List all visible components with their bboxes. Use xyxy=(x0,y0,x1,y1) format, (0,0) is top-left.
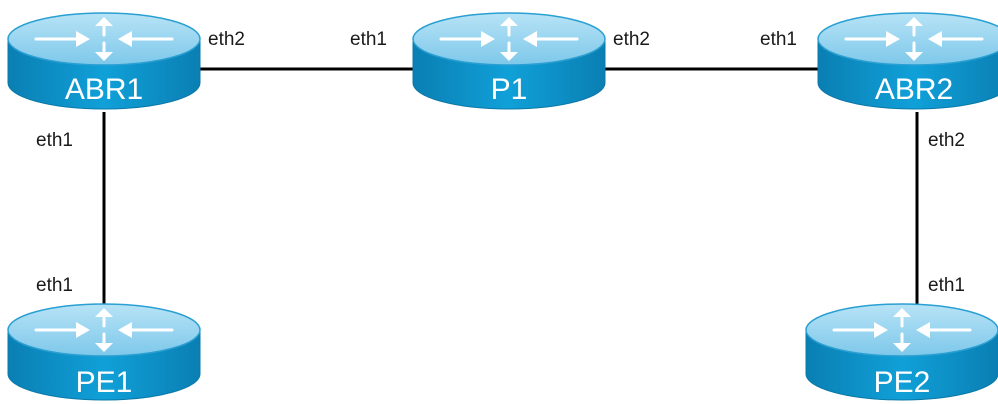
router-pe2[interactable]: PE2 xyxy=(804,302,998,402)
port-label-pe2-eth1: eth1 xyxy=(928,275,965,296)
port-label-p1-eth2: eth2 xyxy=(613,29,650,50)
router-pe1[interactable]: PE1 xyxy=(6,302,202,402)
router-label-pe1: PE1 xyxy=(76,366,133,399)
router-abr2[interactable]: ABR2 xyxy=(816,11,998,111)
router-label-p1: P1 xyxy=(491,73,528,106)
router-label-abr1: ABR1 xyxy=(65,73,143,106)
port-label-abr1-eth2: eth2 xyxy=(208,29,245,50)
port-label-abr2-eth2: eth2 xyxy=(928,130,965,151)
router-p1[interactable]: P1 xyxy=(411,11,607,111)
router-label-pe2: PE2 xyxy=(874,366,931,399)
router-label-abr2: ABR2 xyxy=(875,73,953,106)
port-label-pe1-eth1: eth1 xyxy=(36,275,73,296)
port-label-p1-eth1: eth1 xyxy=(350,29,387,50)
port-label-abr1-eth1: eth1 xyxy=(36,130,73,151)
port-label-abr2-eth1: eth1 xyxy=(760,29,797,50)
router-abr1[interactable]: ABR1 xyxy=(6,11,202,111)
